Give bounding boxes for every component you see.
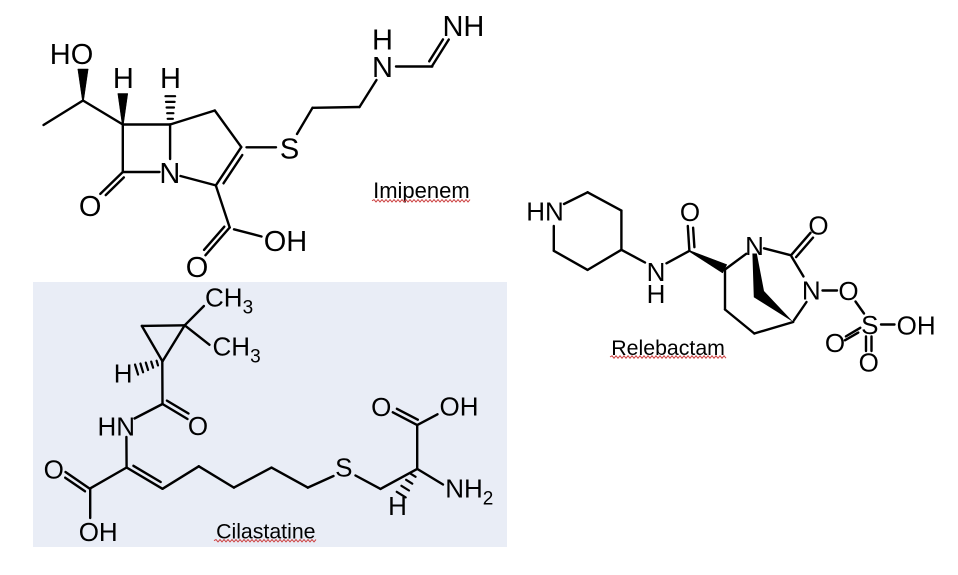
svg-text:H: H bbox=[388, 491, 407, 521]
svg-text:Cilastatine: Cilastatine bbox=[216, 520, 315, 544]
svg-text:OH: OH bbox=[79, 517, 118, 547]
svg-text:O: O bbox=[186, 252, 209, 284]
svg-text:H: H bbox=[160, 63, 181, 95]
svg-text:O: O bbox=[371, 392, 391, 422]
svg-text:S: S bbox=[280, 134, 299, 166]
svg-text:O: O bbox=[44, 454, 64, 484]
svg-text:H: H bbox=[113, 63, 134, 95]
svg-text:HN: HN bbox=[98, 411, 136, 441]
svg-text:OH: OH bbox=[264, 226, 308, 258]
svg-text:CH3: CH3 bbox=[205, 282, 253, 318]
svg-text:O: O bbox=[79, 191, 102, 223]
svg-text:HN: HN bbox=[526, 197, 564, 227]
svg-text:N: N bbox=[647, 257, 666, 287]
svg-text:NH2: NH2 bbox=[445, 474, 493, 510]
svg-text:H: H bbox=[114, 359, 133, 389]
svg-text:O: O bbox=[188, 411, 208, 441]
svg-text:OH: OH bbox=[897, 310, 936, 340]
svg-text:O: O bbox=[825, 328, 845, 358]
svg-text:CH3: CH3 bbox=[213, 331, 261, 367]
svg-text:O: O bbox=[838, 276, 858, 306]
svg-text:NH: NH bbox=[442, 11, 484, 43]
svg-text:O: O bbox=[680, 197, 700, 227]
svg-text:HO: HO bbox=[50, 39, 94, 71]
svg-text:Imipenem: Imipenem bbox=[373, 178, 470, 203]
svg-text:O: O bbox=[808, 211, 828, 241]
svg-text:H: H bbox=[647, 279, 666, 309]
svg-text:H: H bbox=[372, 25, 393, 57]
svg-text:OH: OH bbox=[440, 392, 479, 422]
svg-text:N: N bbox=[372, 52, 393, 84]
svg-text:N: N bbox=[159, 158, 180, 190]
svg-text:N: N bbox=[745, 231, 764, 261]
svg-text:S: S bbox=[335, 452, 352, 482]
svg-text:N: N bbox=[802, 276, 821, 306]
svg-text:S: S bbox=[861, 310, 878, 340]
svg-text:O: O bbox=[859, 348, 879, 378]
